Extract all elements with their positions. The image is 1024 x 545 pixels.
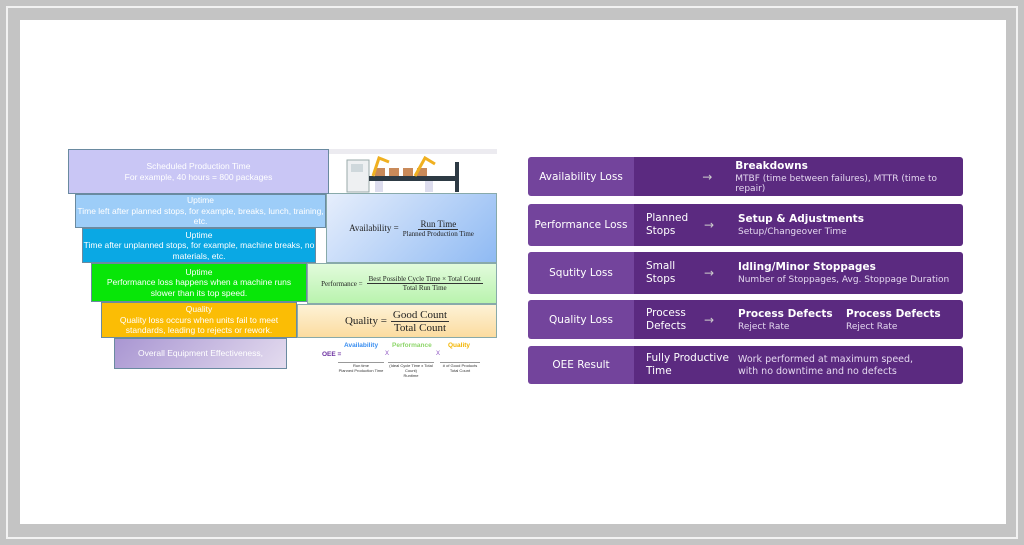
row-subtitle: Work performed at maximum speed, with no… — [738, 354, 914, 377]
breakdown-den: Total Count — [449, 368, 471, 373]
quality-term: Quality — [448, 342, 471, 349]
row-title: Setup & Adjustments — [738, 213, 864, 225]
block-title: Scheduled Production Time — [146, 161, 251, 171]
row-title: Idling/Minor Stoppages — [738, 261, 876, 273]
block-title: Uptime — [187, 195, 214, 206]
availability-term: Availability — [344, 342, 379, 349]
block-title: Uptime — [185, 266, 213, 277]
row-category: Small Stops — [646, 260, 676, 285]
performance-breakdown: (Ideal Cycle Time x Total Count)Runtime — [388, 362, 434, 378]
multiply-sign: X — [436, 351, 441, 357]
formula-denominator: Planned Production Time — [402, 229, 474, 238]
oee-formula: OEE = Availability X Performance X Quali… — [322, 342, 482, 380]
oee-block: Overall Equipment Effectiveness, — [114, 338, 287, 369]
performance-term: Performance — [392, 342, 432, 349]
row-category: Planned Stops — [646, 212, 689, 237]
breakdown-den: Planned Production Time — [338, 368, 384, 373]
row-title: Breakdowns — [735, 159, 808, 172]
breakdown-num: # of Good Products — [442, 363, 478, 368]
breakdown-den: Runtime — [403, 373, 419, 378]
oee-result-row: OEE Result Fully Productive Time Work pe… — [528, 346, 963, 384]
formula-denominator: Total Run Time — [402, 284, 447, 292]
row-subtitle-2: Reject Rate — [846, 321, 898, 332]
row-label: OEE Result — [528, 346, 634, 384]
arrow-icon: → — [704, 218, 715, 232]
formula-numerator: Run Time — [418, 218, 459, 230]
block-text: Quality loss occurs when units fail to m… — [119, 314, 279, 336]
block-text: Overall Equipment Effectiveness, — [137, 348, 264, 359]
row-subtitle: Setup/Changeover Time — [738, 227, 847, 237]
block-text: Performance loss happens when a machine … — [106, 277, 292, 298]
loss-row-performance: Performance Loss Planned Stops → Setup & … — [528, 204, 963, 246]
loss-row-quality: Quality Loss Process Defects → Process De… — [528, 300, 963, 339]
row-label: Quality Loss — [528, 300, 634, 339]
breakdown-num: Run time — [352, 363, 369, 368]
row-title-2: Process Defects — [846, 307, 941, 320]
row-label: Performance Loss — [528, 204, 634, 246]
arrow-icon: → — [702, 169, 713, 184]
row-subtitle: Reject Rate — [738, 321, 790, 332]
outer-frame — [6, 6, 1018, 539]
block-text: Time after unplanned stops, for example,… — [83, 240, 315, 261]
row-title: Process Defects — [738, 307, 833, 320]
block-text: Time left after planned stops, for examp… — [77, 205, 324, 227]
loss-row-squtity: Squtity Loss Small Stops → Idling/Minor S… — [528, 252, 963, 294]
multiply-sign: X — [385, 351, 390, 357]
breakdown-num: (Ideal Cycle Time x Total Count) — [389, 363, 433, 373]
production-line-illustration — [346, 155, 459, 193]
row-category: Process Defects — [646, 306, 687, 332]
header-strip — [329, 149, 497, 154]
row-category: Fully Productive Time — [646, 352, 729, 377]
row-label: Squtity Loss — [528, 252, 634, 294]
arrow-icon: → — [704, 266, 715, 280]
block-title: Quality — [185, 304, 213, 315]
formula-label: Performance = — [321, 279, 363, 288]
formula-label: Availability = — [349, 223, 399, 233]
block-text: For example, 40 hours = 800 packages — [124, 171, 273, 182]
row-subtitle: Number of Stoppages, Avg. Stoppage Durat… — [738, 275, 950, 285]
formula-denominator: Total Count — [393, 321, 447, 334]
row-label: Availability Loss — [528, 157, 634, 196]
arrow-icon: → — [704, 312, 715, 327]
formula-numerator: Good Count — [390, 308, 450, 322]
formula-numerator: Best Possible Cycle Time × Total Count — [366, 275, 483, 284]
row-subtitle: MTBF (time between failures), MTTR (time… — [735, 173, 938, 194]
oee-label: OEE = — [322, 351, 342, 358]
block-title: Uptime — [185, 229, 213, 240]
performance-formula: Performance = Best Possible Cycle Time ×… — [307, 263, 497, 304]
formula-label: Quality = — [344, 315, 387, 327]
